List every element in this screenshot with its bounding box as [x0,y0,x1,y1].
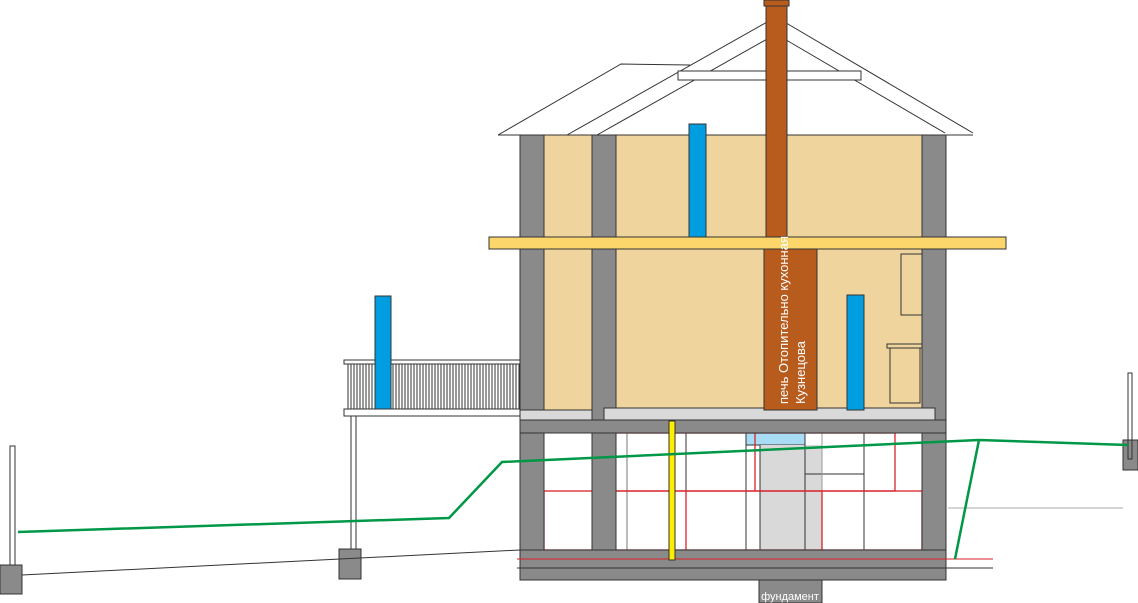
floor-slab-left [519,409,593,421]
left-post [9,445,16,566]
floor-beam [519,419,947,434]
floor-beam-yellow [488,236,1007,250]
baluster [485,363,490,410]
baluster [503,363,508,410]
vent-pipe-balcony [374,295,392,410]
stove-label: печь Отопительно кухонная Кузнецова [776,232,808,404]
chimney [765,5,788,241]
baluster [515,363,520,410]
baluster [497,363,502,410]
right-post [1127,372,1133,460]
balcony-balusters [347,363,520,410]
ground-level-green [17,438,1129,534]
vent-pipe-right [846,294,865,411]
baluster [437,363,442,410]
vent-pipe-upper [688,123,707,238]
chimney-cap [763,0,790,7]
baluster [407,363,412,410]
wall-cabinet [900,253,923,316]
baluster [509,363,514,410]
baluster [353,363,358,410]
basement-gray-block [760,445,822,550]
vertical-pipe-yellow [668,420,676,561]
baluster [479,363,484,410]
baluster [491,363,496,410]
baluster [449,363,454,410]
walls [519,134,947,581]
upper-floor-interior [519,134,947,411]
counter-top [886,343,923,349]
baluster [365,363,370,410]
baluster [473,363,478,410]
ground-level-green-slope [953,439,981,560]
baluster [461,363,466,410]
ground-line [21,549,521,576]
balcony [338,359,521,580]
roof [497,16,974,136]
baluster [359,363,364,410]
baluster [395,363,400,410]
baluster [401,363,406,410]
baluster [455,363,460,410]
left-post-foot [0,564,23,595]
bottom-slab [519,549,947,581]
baluster [467,363,472,410]
foundation [758,579,823,603]
baluster [425,363,430,410]
baluster [347,363,352,410]
baluster [431,363,436,410]
baluster [419,363,424,410]
stove [763,248,818,411]
floor-cabinet [889,347,921,404]
foundation-label: фундамент [761,591,819,603]
baluster [443,363,448,410]
right-post-foot [1122,439,1138,471]
baluster [413,363,418,410]
